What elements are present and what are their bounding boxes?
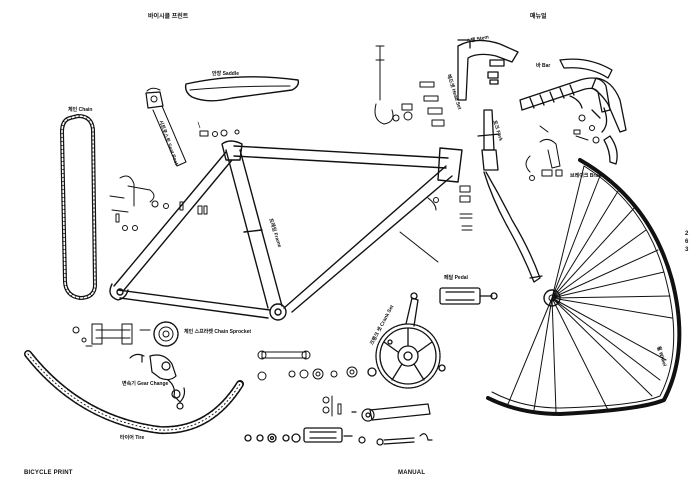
label-gear-change: 변속기 Gear Change: [122, 381, 169, 387]
pedal-drawing: [439, 287, 498, 305]
label-tire: 타이어 Tire: [120, 435, 145, 441]
brake-parts: [525, 114, 600, 181]
stem-drawing: [457, 39, 519, 101]
header-left-title: 바이시클 프린트: [148, 14, 189, 20]
page-number-digit: 2: [685, 231, 689, 237]
crank-arm-drawing: [351, 403, 433, 446]
handlebar-drawing: [519, 58, 627, 165]
head-set-parts: [374, 45, 445, 127]
bottom-bracket-parts: [257, 350, 358, 417]
seat-post-drawing: [145, 87, 187, 167]
leader-lines: [197, 121, 201, 129]
footer-right: MANUAL: [398, 470, 426, 476]
saddle-drawing: [184, 76, 300, 102]
label-bar: 바 Bar: [536, 63, 551, 69]
rear-brake-parts: [109, 175, 208, 231]
fork-small-parts: [459, 185, 473, 231]
cable-parts: [399, 197, 439, 263]
pedal-bottom-drawing: [244, 427, 353, 443]
header-right-title: 매뉴얼: [530, 14, 547, 20]
gear-change-drawing: [129, 353, 186, 410]
seat-clamp-parts: [199, 129, 240, 137]
footer-left: BICYCLE PRINT: [24, 470, 73, 476]
wheel-drawing: [486, 158, 682, 416]
label-pedal: 페달 Pedal: [444, 275, 468, 281]
label-chain: 체인 Chain: [68, 107, 93, 113]
tire-drawing: [24, 350, 244, 435]
label-brake: 브레이크 Brake: [570, 173, 604, 179]
label-chain-sprocket: 체인 스프라켓 Chain Sprocket: [184, 329, 252, 335]
chain-sprocket-drawing: [153, 321, 179, 347]
page-number-digit: 6: [685, 239, 689, 245]
page-number: 2 6 3: [685, 230, 688, 254]
page-number-digit: 3: [685, 247, 689, 253]
chain-drawing: [60, 114, 97, 300]
fork-drawing: [477, 109, 543, 283]
crank-set-drawing: [367, 292, 446, 389]
frame-drawing: [109, 140, 463, 321]
rear-hub-drawing: [72, 323, 151, 347]
label-saddle: 안장 Saddle: [212, 71, 239, 77]
